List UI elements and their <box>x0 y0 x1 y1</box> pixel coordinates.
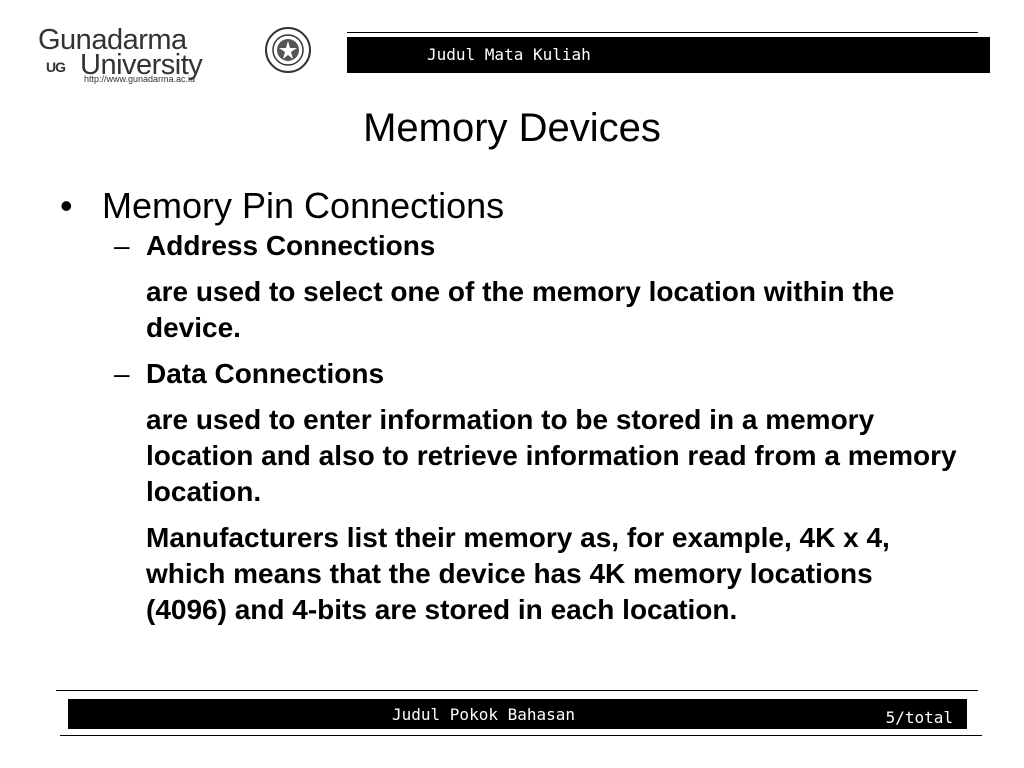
bullet-text: Memory Pin Connections <box>102 185 505 226</box>
header-bar: Judul Mata Kuliah <box>347 37 990 73</box>
data-description: are used to enter information to be stor… <box>146 404 957 507</box>
bullet-marker: • <box>60 185 73 226</box>
manufacturer-note: Manufacturers list their memory as, for … <box>146 522 890 625</box>
logo-ug-mark: UG <box>46 59 66 75</box>
footer-bar: Judul Pokok Bahasan 5/total <box>68 699 967 729</box>
sub-bullet-address-heading: Address Connections <box>146 230 436 261</box>
sub-bullet-data-heading: Data Connections <box>146 358 385 389</box>
university-logo: Gunadarma UG University http://www.gunad… <box>36 24 341 84</box>
sub-bullet-address: –Address Connections <box>60 228 960 264</box>
page-number: 5/total <box>885 708 953 727</box>
logo-name-line1: Gunadarma <box>38 24 187 56</box>
bottom-divider-lower <box>60 735 982 736</box>
logo-url: http://www.gunadarma.ac.id <box>84 74 196 84</box>
bullet-item: • Memory Pin Connections <box>60 184 960 228</box>
slide-title: Memory Devices <box>363 106 661 150</box>
sub-bullet-data: –Data Connections <box>60 356 960 392</box>
dash-marker: – <box>114 358 130 389</box>
bottom-divider-upper <box>56 690 978 691</box>
logo-name-line2: University <box>80 49 203 81</box>
course-title: Judul Mata Kuliah <box>427 45 591 64</box>
university-seal-icon <box>265 27 311 73</box>
topic-title: Judul Pokok Bahasan <box>392 705 576 724</box>
dash-marker: – <box>114 230 130 261</box>
top-divider <box>347 32 978 33</box>
slide-content: •Memory Pin Connections –Address Connect… <box>60 184 960 628</box>
address-description: are used to select one of the memory loc… <box>146 276 895 343</box>
